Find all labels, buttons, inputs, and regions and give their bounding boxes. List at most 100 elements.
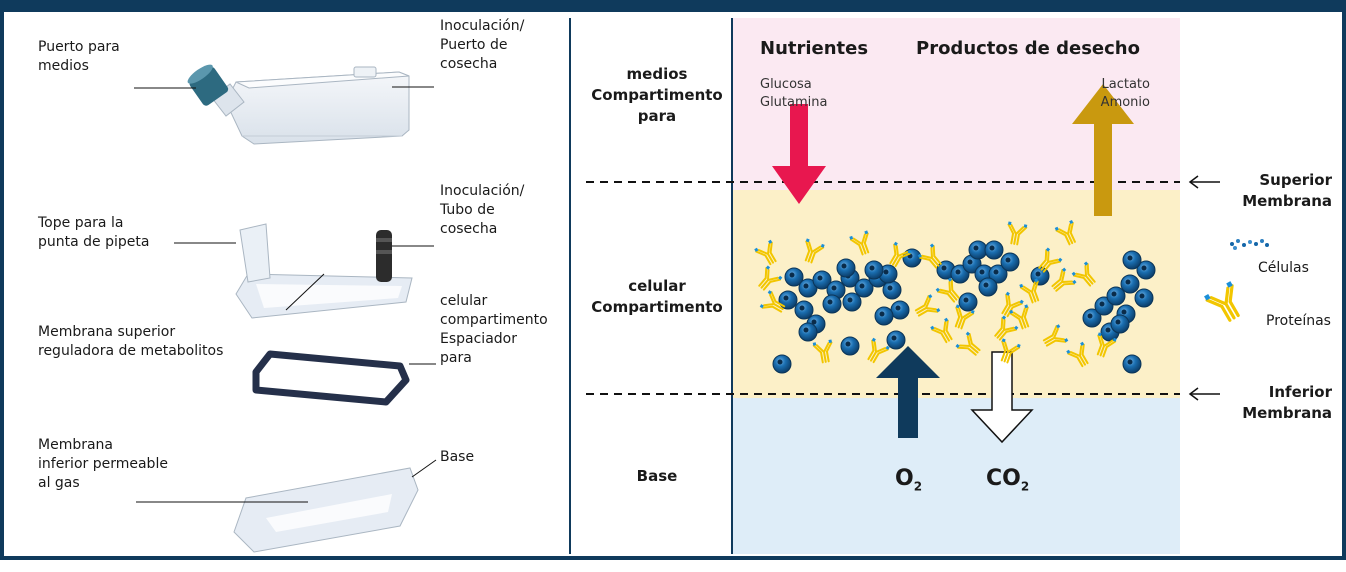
- cell-nucleus: [895, 305, 901, 311]
- waste-list: Lactato Amonio: [1100, 77, 1150, 110]
- protein: [954, 304, 975, 330]
- cell: [958, 292, 978, 312]
- protein: [994, 315, 1019, 341]
- waste-arrow: [1072, 84, 1134, 216]
- cell-compartment-label: celular Compartimento: [591, 277, 723, 316]
- cell: [778, 290, 798, 310]
- cell: [1134, 288, 1154, 308]
- protein: [1204, 281, 1240, 322]
- nutrients-list: Glucosa Glutamina: [760, 77, 828, 110]
- co2-subscript: 2: [1020, 479, 1030, 494]
- protein: [1000, 338, 1021, 364]
- cell: [784, 267, 804, 287]
- nutrient-arrow: [772, 104, 826, 204]
- protein: [889, 241, 912, 268]
- cell: [842, 292, 862, 312]
- protein: [914, 294, 941, 317]
- media-compartment-label: medios Compartimento para: [591, 65, 723, 125]
- cell: [984, 240, 1004, 260]
- cell-nucleus: [803, 327, 809, 333]
- cell-nucleus: [963, 297, 969, 303]
- cell: [1122, 354, 1142, 374]
- protein: [1066, 341, 1089, 368]
- cell: [1110, 314, 1130, 334]
- cell-nucleus: [1141, 265, 1147, 271]
- cell-nucleus: [879, 311, 885, 317]
- cell-nucleus: [1035, 271, 1041, 277]
- compartment-piece-illustration: [235, 223, 413, 319]
- protein: [955, 331, 981, 356]
- cell-nucleus: [887, 285, 893, 291]
- base-zone: [732, 398, 1180, 554]
- protein: [754, 239, 777, 266]
- protein: [930, 317, 953, 344]
- cell: [890, 300, 910, 320]
- cell-nucleus: [847, 297, 853, 303]
- cell: [794, 300, 814, 320]
- nutrients-title: Nutrientes: [760, 38, 869, 59]
- cell-nucleus: [1127, 255, 1133, 261]
- base-compartment-label: Base: [636, 467, 678, 485]
- protein: [1096, 332, 1117, 358]
- lower-membrane-label: Inferior Membrana: [1242, 383, 1332, 422]
- inoculation-port-label: Inoculación/ Puerto de cosecha: [440, 18, 525, 72]
- upper-membrane-label: Superior Membrana: [1242, 171, 1332, 210]
- cell-nucleus: [883, 269, 889, 275]
- cell-nucleus: [979, 269, 985, 275]
- cell: [1000, 252, 1020, 272]
- protein: [1051, 267, 1077, 292]
- cell-nucleus: [967, 259, 973, 265]
- cell: [772, 354, 792, 374]
- lower-membrane-pointer: [1188, 387, 1220, 401]
- protein: [1009, 304, 1030, 330]
- cell: [882, 280, 902, 300]
- media-port-label: Puerto para medios: [38, 39, 120, 74]
- cells-legend-label: Células: [1258, 260, 1309, 276]
- protein: [804, 238, 825, 264]
- protein: [1054, 220, 1076, 246]
- upper-membrane-pointer: [1188, 175, 1220, 189]
- cell: [822, 294, 842, 314]
- cell-nucleus: [841, 263, 847, 269]
- cell-nucleus: [941, 265, 947, 271]
- cell-nucleus: [1125, 279, 1131, 285]
- cells-legend-icon: [1230, 239, 1269, 250]
- spacer-illustration: [252, 350, 410, 406]
- protein: [849, 230, 870, 256]
- cell-nucleus: [811, 319, 817, 325]
- protein: [917, 243, 942, 269]
- cell: [988, 264, 1008, 284]
- protein-cluster: [754, 220, 1117, 368]
- protein: [1042, 324, 1069, 347]
- cell: [864, 260, 884, 280]
- protein: [1019, 278, 1040, 304]
- protein: [759, 290, 786, 313]
- cell-nucleus: [989, 245, 995, 251]
- protein: [867, 337, 890, 364]
- protein: [1007, 221, 1028, 246]
- proteins-legend-icon: [1204, 281, 1240, 322]
- cell: [1136, 260, 1156, 280]
- cell: [1120, 274, 1140, 294]
- cell-nucleus: [783, 295, 789, 301]
- lower-membrane-part-label: Membrana inferior permeable al gas: [38, 437, 168, 491]
- protein: [1001, 291, 1024, 318]
- cell-nucleus: [983, 282, 989, 288]
- cell: [836, 258, 856, 278]
- cell-nucleus: [817, 275, 823, 281]
- cell-nucleus: [1099, 301, 1105, 307]
- protein: [812, 339, 833, 364]
- cell: [886, 330, 906, 350]
- cell-nucleus: [831, 285, 837, 291]
- upper-membrane-part-label: Membrana superior reguladora de metaboli…: [38, 324, 224, 359]
- cell-cluster: [772, 240, 1156, 374]
- cell-nucleus: [1115, 319, 1121, 325]
- cell-nucleus: [859, 283, 865, 289]
- cell-nucleus: [1105, 327, 1111, 333]
- cell-nucleus: [777, 359, 783, 365]
- base-part-label: Base: [440, 449, 475, 465]
- cell: [798, 322, 818, 342]
- protein: [758, 265, 783, 291]
- protein: [1071, 261, 1096, 287]
- flask-illustration: [187, 64, 410, 145]
